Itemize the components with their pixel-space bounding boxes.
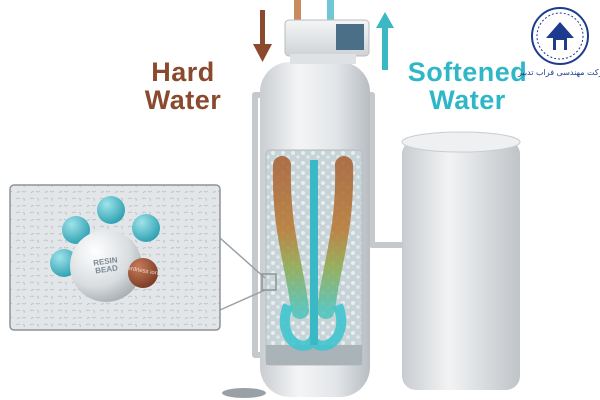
drain-grate [222, 388, 266, 398]
control-valve-head [284, 19, 370, 64]
softened-water-line2: Water [429, 85, 506, 116]
magnified-inset [9, 184, 277, 331]
inlet-arrow [253, 10, 272, 62]
brine-tank [401, 131, 521, 390]
water-flow [272, 156, 354, 351]
outlet-arrow [376, 12, 394, 70]
hard-water-line1: Hard [151, 57, 215, 87]
logo-emblem [546, 22, 574, 50]
logo-caption: شرکت مهندسی فراب تدبیر [518, 68, 600, 77]
hardness-ion [128, 258, 158, 288]
sodium-ion [132, 214, 160, 242]
hard-water-line2: Water [144, 85, 222, 116]
hard-water-label: Hard Water [128, 58, 238, 115]
resin-bead [70, 230, 142, 302]
softened-water-label: Softened Water [395, 58, 540, 115]
outlet-pipe [327, 0, 334, 22]
sodium-ion [62, 216, 90, 244]
riser-tube [310, 160, 318, 345]
control-display [336, 24, 364, 50]
sodium-ion [97, 196, 125, 224]
inlet-pipe [294, 0, 301, 22]
softened-water-line1: Softened [407, 57, 528, 87]
company-logo [531, 7, 589, 65]
